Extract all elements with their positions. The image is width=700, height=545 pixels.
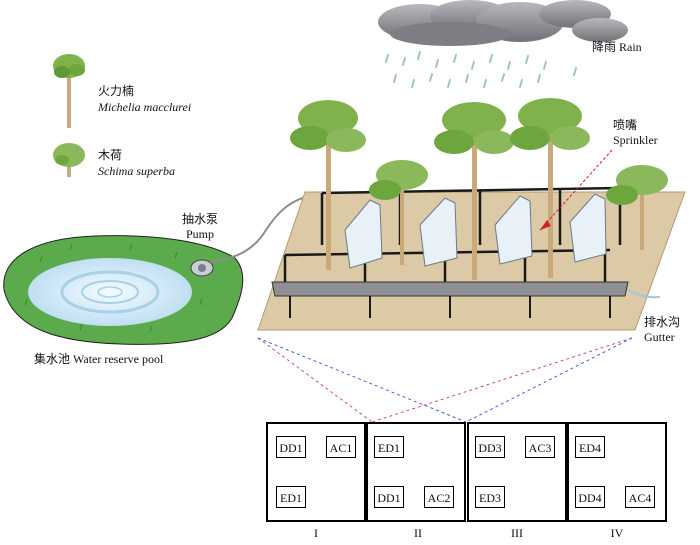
plot-cell: DD3 bbox=[475, 436, 505, 458]
gutter bbox=[271, 281, 661, 318]
rain-label: 降雨 Rain bbox=[592, 40, 642, 54]
block-I: DD1 AC1 ED1 bbox=[266, 422, 366, 522]
block-label: III bbox=[511, 526, 523, 540]
rain-cloud bbox=[378, 0, 628, 46]
plot-cell: DD1 bbox=[374, 486, 404, 508]
hose bbox=[209, 192, 323, 263]
plot-cell: ED1 bbox=[276, 486, 306, 508]
layout-connectors bbox=[257, 337, 633, 423]
tall-tree-icon bbox=[53, 54, 85, 128]
pump-label-en: Pump bbox=[186, 227, 215, 241]
pump-icon bbox=[190, 259, 214, 277]
block-label: II bbox=[414, 526, 422, 540]
rain-troughs bbox=[344, 193, 607, 269]
gutter-label-cn: 排水沟 bbox=[644, 315, 681, 329]
trees bbox=[290, 98, 668, 280]
plot-cell: ED3 bbox=[475, 486, 505, 508]
block-II: ED1 DD1 AC2 bbox=[366, 422, 466, 522]
round-tree-icon bbox=[53, 143, 85, 177]
sprinkler-arrow bbox=[539, 149, 613, 231]
pump-label-cn: 抽水泵 bbox=[182, 212, 219, 226]
legend-michelia-cn: 火力楠 bbox=[98, 84, 135, 98]
sprinkler-label-en: Sprinkler bbox=[613, 133, 658, 147]
legend-michelia-latin: Michelia macclurei bbox=[98, 100, 192, 114]
plot-cell: AC4 bbox=[625, 486, 655, 508]
legend-schima-cn: 木荷 bbox=[98, 148, 123, 162]
plot-cell: AC2 bbox=[424, 486, 454, 508]
plot-cell: DD1 bbox=[276, 436, 306, 458]
pool-label: 集水池 Water reserve pool bbox=[34, 352, 164, 366]
block-IV: ED4 DD4 AC4 bbox=[567, 422, 667, 522]
water-reserve-pool bbox=[3, 235, 244, 345]
sprinkler-label-cn: 喷嘴 bbox=[613, 118, 638, 132]
raindrops bbox=[385, 51, 577, 88]
plot-cell: ED4 bbox=[575, 436, 605, 458]
plot-cell: AC1 bbox=[326, 436, 356, 458]
legend-schima-latin: Schima superba bbox=[98, 164, 175, 178]
plot-cell: DD4 bbox=[575, 486, 605, 508]
block-label: IV bbox=[610, 526, 624, 540]
block-III: DD3 AC3 ED3 bbox=[467, 422, 567, 522]
block-label: I bbox=[314, 526, 318, 540]
plot-cell: AC3 bbox=[525, 436, 555, 458]
gutter-label-en: Gutter bbox=[644, 330, 675, 344]
plot-cell: ED1 bbox=[374, 436, 404, 458]
